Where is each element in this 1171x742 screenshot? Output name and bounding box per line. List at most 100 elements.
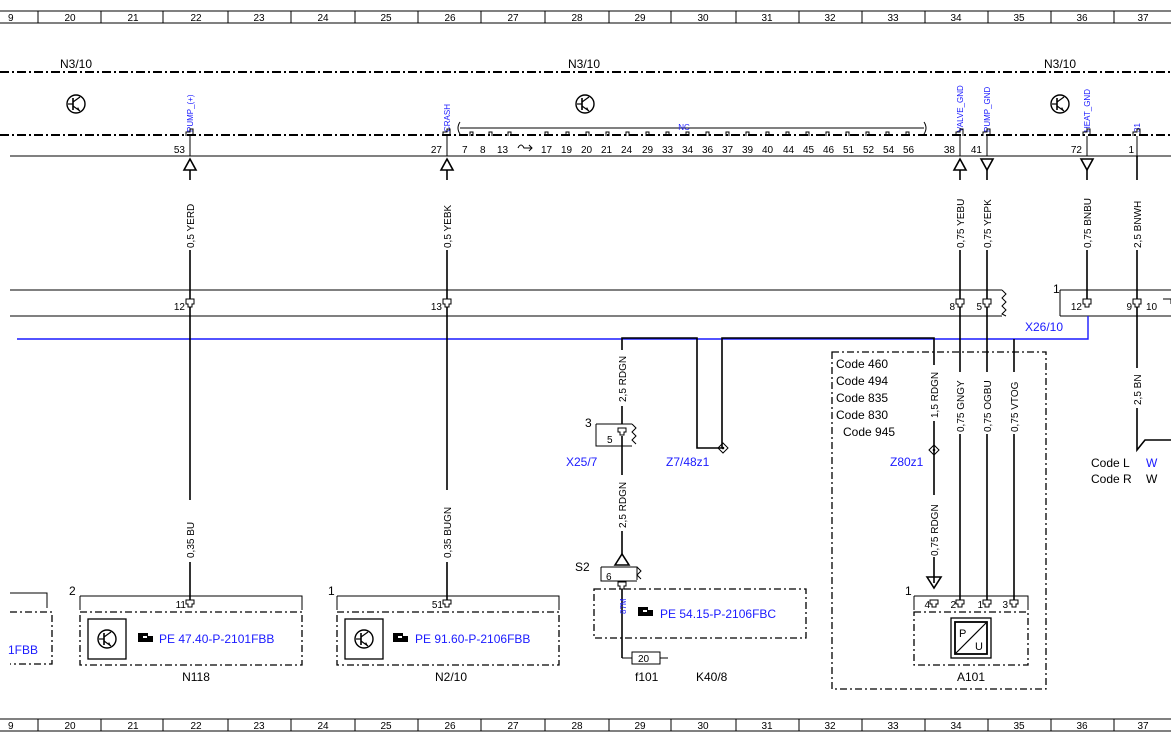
right-code-ref: W xyxy=(1146,472,1158,486)
nc-pin: 13 xyxy=(497,145,509,156)
lower-wires-left xyxy=(189,307,448,600)
component-name: N2/10 xyxy=(435,670,467,684)
upper-wires xyxy=(189,156,1138,299)
ruler-cell: 37 xyxy=(1137,721,1149,732)
x25-name: X25/7 xyxy=(566,455,598,469)
code-line: Code 460 xyxy=(836,357,888,371)
right-code-ref: W xyxy=(1146,456,1158,470)
pin-label: VALVE_GND xyxy=(956,85,965,132)
top-ruler: 9 20 21 22 23 24 25 26 27 28 29 30 31 32… xyxy=(0,10,1171,24)
jumper-symbol xyxy=(517,144,533,152)
component-pin: 11 xyxy=(176,600,187,611)
ruler-cell: 34 xyxy=(950,721,962,732)
component-pin: 51 xyxy=(432,600,444,611)
nc-pin: 46 xyxy=(823,145,835,156)
ruler-cell: 28 xyxy=(571,721,583,732)
x25-index: 3 xyxy=(585,416,592,430)
ruler-cell: 30 xyxy=(697,13,709,24)
code-line: Code 945 xyxy=(843,425,895,439)
connector-pin: 9 xyxy=(1126,302,1132,313)
component-index: 1 xyxy=(905,584,912,598)
ruler-cell: 21 xyxy=(127,13,139,24)
nc-pin: 39 xyxy=(742,145,754,156)
component-pin: 1 xyxy=(977,600,983,611)
connector-pin: 13 xyxy=(431,302,443,313)
component-name: K40/8 xyxy=(696,670,728,684)
pointing-hand-icon xyxy=(638,607,653,616)
wire-label: 0,75 GNGY xyxy=(956,380,967,432)
wire-label: 0,75 BNBU xyxy=(1083,198,1094,248)
s2-name: S2 xyxy=(575,560,590,574)
code-box: Code 460 Code 494 Code 835 Code 830 Code… xyxy=(831,351,1047,690)
pin-terminals xyxy=(185,128,1141,156)
upper-wire-labels: 0,5 YERD 0,5 YEBK 0,75 YEBU 0,75 YEPK 0,… xyxy=(184,180,1144,250)
nc-label: NC xyxy=(678,123,690,132)
wire-label: 0,35 BU xyxy=(186,522,197,558)
wire-label: 2,5 BNWH xyxy=(1133,201,1144,248)
ruler-cell: 31 xyxy=(761,721,773,732)
signal-arrows xyxy=(182,157,1095,172)
component-left-partial: 1FBB xyxy=(8,592,53,665)
nc-pin: 24 xyxy=(621,145,633,156)
svg-text:U: U xyxy=(975,641,983,653)
nc-pin: 7 xyxy=(462,145,468,156)
ruler-cell: 9 xyxy=(8,721,14,732)
nc-pin: 37 xyxy=(722,145,734,156)
connector-pin: 10 xyxy=(1146,302,1158,313)
pin-number: 38 xyxy=(944,145,956,156)
wire-label: 2,5 RDGN xyxy=(618,482,629,528)
code-line: Code 830 xyxy=(836,408,888,422)
splice-z80: Z80z1 xyxy=(890,455,924,469)
pin-number: 1 xyxy=(1128,145,1134,156)
ruler-cell: 28 xyxy=(571,13,583,24)
nc-pin: 40 xyxy=(762,145,774,156)
module-n3-10: N3/10 N3/10 N3/10 xyxy=(0,57,1171,157)
component-name: N118 xyxy=(182,670,210,684)
ruler-cell: 24 xyxy=(317,721,329,732)
component-index: 1 xyxy=(328,584,335,598)
component-a101: P U 1 4 2 1 3 A101 xyxy=(905,584,1029,684)
nc-pin: 20 xyxy=(581,145,593,156)
ruler-cell: 36 xyxy=(1076,13,1088,24)
wire-label: 0,75 OGBU xyxy=(983,380,994,432)
ruler-cell: 33 xyxy=(887,13,899,24)
right-code: Code R xyxy=(1091,472,1132,486)
ruler-cell: 31 xyxy=(761,13,773,24)
pointing-hand-icon xyxy=(393,633,408,642)
component-ref: 1FBB xyxy=(8,643,38,657)
x25-pin: 5 xyxy=(607,435,613,446)
svg-text:P: P xyxy=(959,628,966,640)
connector-pin: 8 xyxy=(949,302,955,313)
wire-label: 0,75 RDGN xyxy=(930,504,941,556)
pin-number: 53 xyxy=(174,145,186,156)
ruler-cell: 36 xyxy=(1076,721,1088,732)
wire-label: 2,5 BN xyxy=(1133,374,1144,405)
bottom-ruler: 9 20 21 22 23 24 25 26 27 28 29 30 31 32… xyxy=(0,718,1171,732)
component-pin: 2 xyxy=(950,600,956,611)
component-n2-10: PE 91.60-P-2106FBB 1 51 N2/10 xyxy=(328,584,560,684)
wire-label: 0,5 YERD xyxy=(186,204,197,248)
fuse-pin: 20 xyxy=(638,654,650,665)
nc-pin: 44 xyxy=(783,145,795,156)
nc-pin: 52 xyxy=(863,145,875,156)
connector-name: X26/10 xyxy=(1025,320,1063,334)
fuse-name: f101 xyxy=(635,670,659,684)
ruler-cell: 29 xyxy=(634,13,646,24)
pin-labels: PUMP_(+) CRASH VALVE_GND PUMP_GND HEAT_G… xyxy=(186,85,1142,132)
pin-label: PUMP_(+) xyxy=(186,94,195,132)
nc-pin: 34 xyxy=(682,145,694,156)
ruler-cell: 24 xyxy=(317,13,329,24)
component-name: A101 xyxy=(957,670,985,684)
module-label-center: N3/10 xyxy=(568,57,600,71)
nc-pin: 56 xyxy=(903,145,915,156)
nc-pin: 51 xyxy=(843,145,855,156)
transistor-icon xyxy=(1050,94,1070,114)
transistor-icon xyxy=(66,94,86,114)
splice-z7: Z7/48z1 xyxy=(666,455,710,469)
ruler-cell: 26 xyxy=(444,721,456,732)
nc-pin: 33 xyxy=(662,145,674,156)
nc-pin: 45 xyxy=(803,145,815,156)
nc-pin: 19 xyxy=(561,145,573,156)
ruler-cell: 27 xyxy=(507,13,519,24)
